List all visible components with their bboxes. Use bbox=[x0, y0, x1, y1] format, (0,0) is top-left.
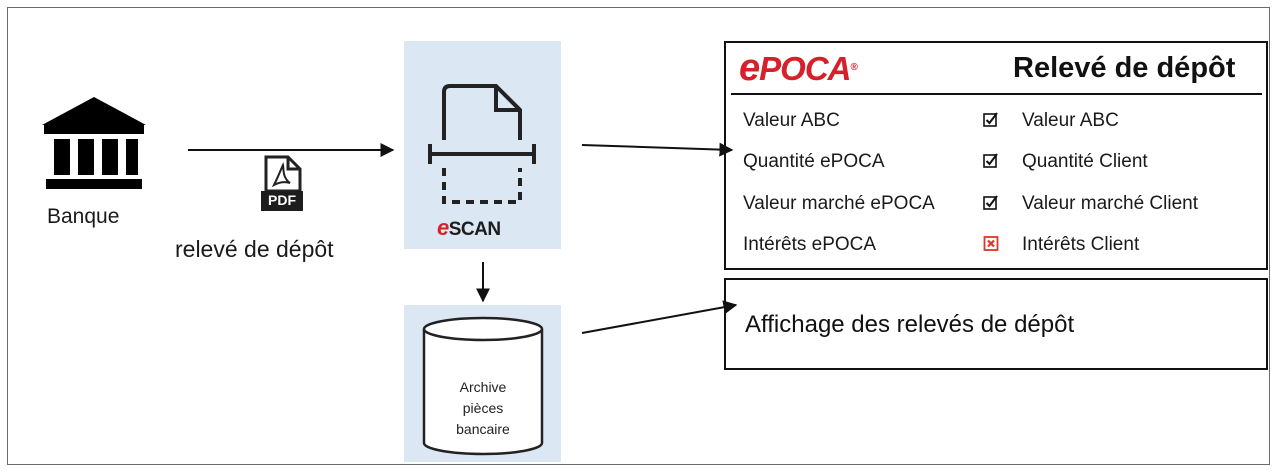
pdf-badge: PDF bbox=[268, 192, 296, 208]
diagram-frame bbox=[7, 7, 1270, 465]
pdf-file-icon bbox=[261, 155, 303, 211]
arrow-archive-to-display bbox=[581, 300, 738, 334]
row-right-2: Quantité Client bbox=[1022, 151, 1148, 172]
row-right-4: Intérêts Client bbox=[1022, 234, 1140, 255]
row-left-4: Intérêts ePOCA bbox=[743, 234, 877, 255]
row-right-1: Valeur ABC bbox=[1022, 110, 1119, 131]
database-cylinder-icon bbox=[422, 316, 544, 456]
row-right-3: Valeur marché Client bbox=[1022, 193, 1199, 214]
row-left-3: Valeur marché ePOCA bbox=[743, 193, 935, 214]
escan-logo: eSCAN bbox=[437, 215, 501, 240]
check-icon bbox=[983, 112, 998, 127]
document-caption: relevé de dépôt bbox=[175, 236, 334, 262]
row-left-1: Valeur ABC bbox=[743, 110, 840, 131]
check-icon bbox=[983, 153, 998, 168]
row-left-2: Quantité ePOCA bbox=[743, 151, 885, 172]
bank-label: Banque bbox=[47, 205, 120, 228]
statement-title: Relevé de dépôt bbox=[1013, 52, 1236, 84]
error-cross-icon bbox=[983, 236, 999, 251]
display-label: Affichage des relevés de dépôt bbox=[745, 311, 1075, 338]
arrow-scanner-to-statement bbox=[581, 142, 734, 157]
display-panel bbox=[724, 278, 1268, 370]
archive-label: Archive pièces bancaire bbox=[456, 379, 510, 437]
epoca-logo: ePOCA® bbox=[739, 47, 858, 89]
bank-building-icon bbox=[42, 97, 146, 189]
document-scan-icon bbox=[428, 84, 536, 204]
title-divider bbox=[731, 93, 1262, 95]
check-icon bbox=[983, 195, 998, 210]
